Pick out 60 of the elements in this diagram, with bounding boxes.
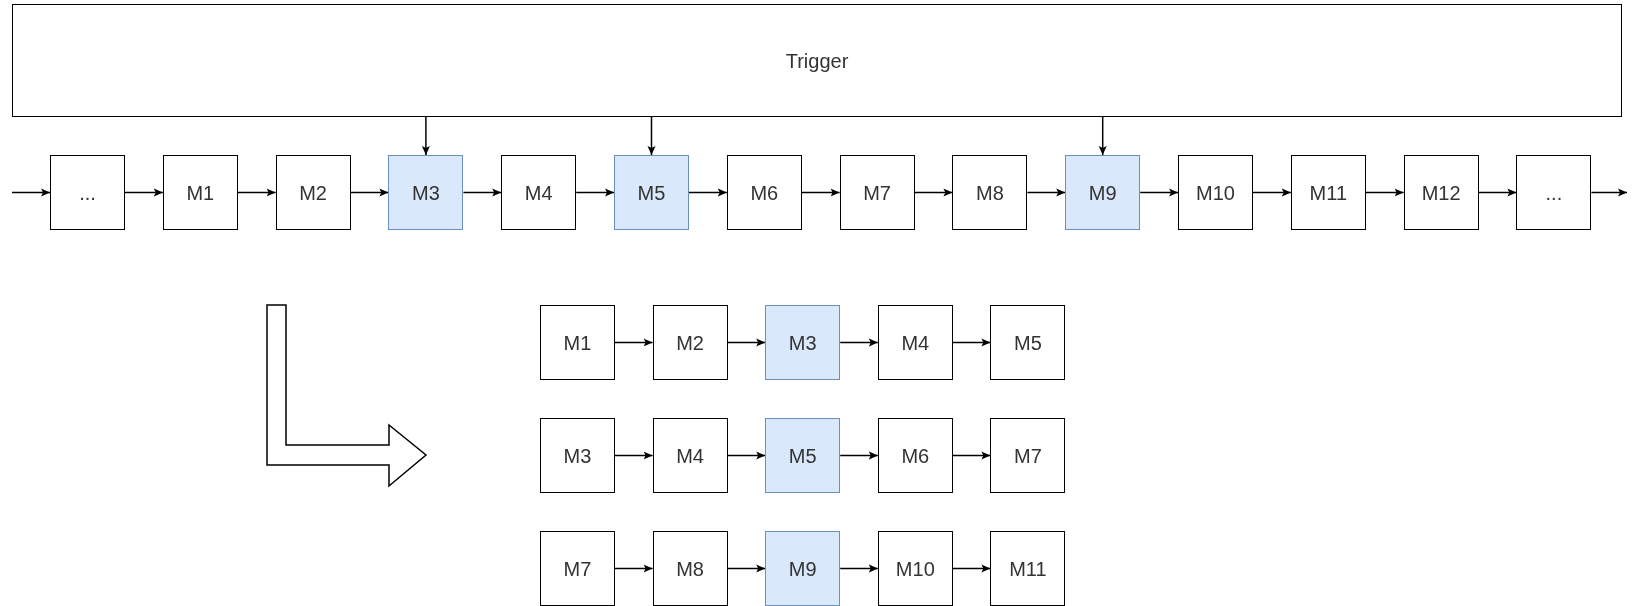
arrow bbox=[647, 116, 656, 156]
module-box: M2 bbox=[275, 155, 351, 230]
module-box: M2 bbox=[652, 305, 728, 380]
arrow bbox=[1477, 188, 1518, 197]
arrow bbox=[1252, 188, 1292, 197]
module-box: M5 bbox=[990, 305, 1066, 380]
arrow bbox=[349, 188, 390, 197]
arrow bbox=[726, 338, 766, 347]
arrow bbox=[11, 188, 51, 197]
module-box: M5 bbox=[614, 155, 689, 230]
arrow bbox=[952, 338, 992, 347]
module-box: M11 bbox=[990, 531, 1066, 606]
module-box: M12 bbox=[1403, 155, 1479, 230]
module-box: M7 bbox=[540, 531, 615, 606]
arrow bbox=[726, 564, 766, 573]
module-box: M7 bbox=[990, 418, 1066, 493]
module-box: M3 bbox=[540, 418, 615, 493]
module-box: M8 bbox=[652, 531, 728, 606]
arrow bbox=[801, 188, 841, 197]
arrow bbox=[237, 188, 277, 197]
arrow bbox=[839, 451, 879, 460]
arrow bbox=[1139, 188, 1179, 197]
module-box: M9 bbox=[1065, 155, 1141, 230]
module-box: M7 bbox=[839, 155, 915, 230]
arrow bbox=[839, 564, 879, 573]
arrow bbox=[913, 188, 954, 197]
arrow bbox=[1590, 188, 1628, 197]
module-box: M8 bbox=[952, 155, 1028, 230]
arrow bbox=[462, 188, 502, 197]
arrow bbox=[688, 188, 728, 197]
module-box: M1 bbox=[540, 305, 615, 380]
module-box: M4 bbox=[652, 418, 728, 493]
arrow bbox=[1365, 188, 1405, 197]
arrow bbox=[1026, 188, 1066, 197]
arrow bbox=[1098, 116, 1107, 156]
module-box: M9 bbox=[765, 531, 841, 606]
arrow bbox=[726, 451, 766, 460]
module-box: M4 bbox=[501, 155, 577, 230]
arrow bbox=[614, 451, 654, 460]
module-box: M6 bbox=[726, 155, 802, 230]
module-box: M10 bbox=[1178, 155, 1253, 230]
module-box: M3 bbox=[765, 305, 841, 380]
arrow bbox=[839, 338, 879, 347]
module-box: M3 bbox=[388, 155, 464, 230]
module-box: ... bbox=[1516, 155, 1592, 230]
arrow bbox=[952, 451, 992, 460]
trigger-box: Trigger bbox=[12, 4, 1622, 117]
arrow bbox=[421, 116, 430, 156]
module-box: M11 bbox=[1290, 155, 1366, 230]
arrow bbox=[614, 564, 654, 573]
arrow bbox=[575, 188, 615, 197]
module-box: M4 bbox=[877, 305, 953, 380]
module-box: M10 bbox=[877, 531, 953, 606]
module-box: ... bbox=[50, 155, 125, 230]
module-box: M1 bbox=[162, 155, 238, 230]
arrow bbox=[952, 564, 992, 573]
module-box: M6 bbox=[877, 418, 953, 493]
arrow bbox=[614, 338, 654, 347]
module-box: M5 bbox=[765, 418, 841, 493]
arrow bbox=[124, 188, 164, 197]
